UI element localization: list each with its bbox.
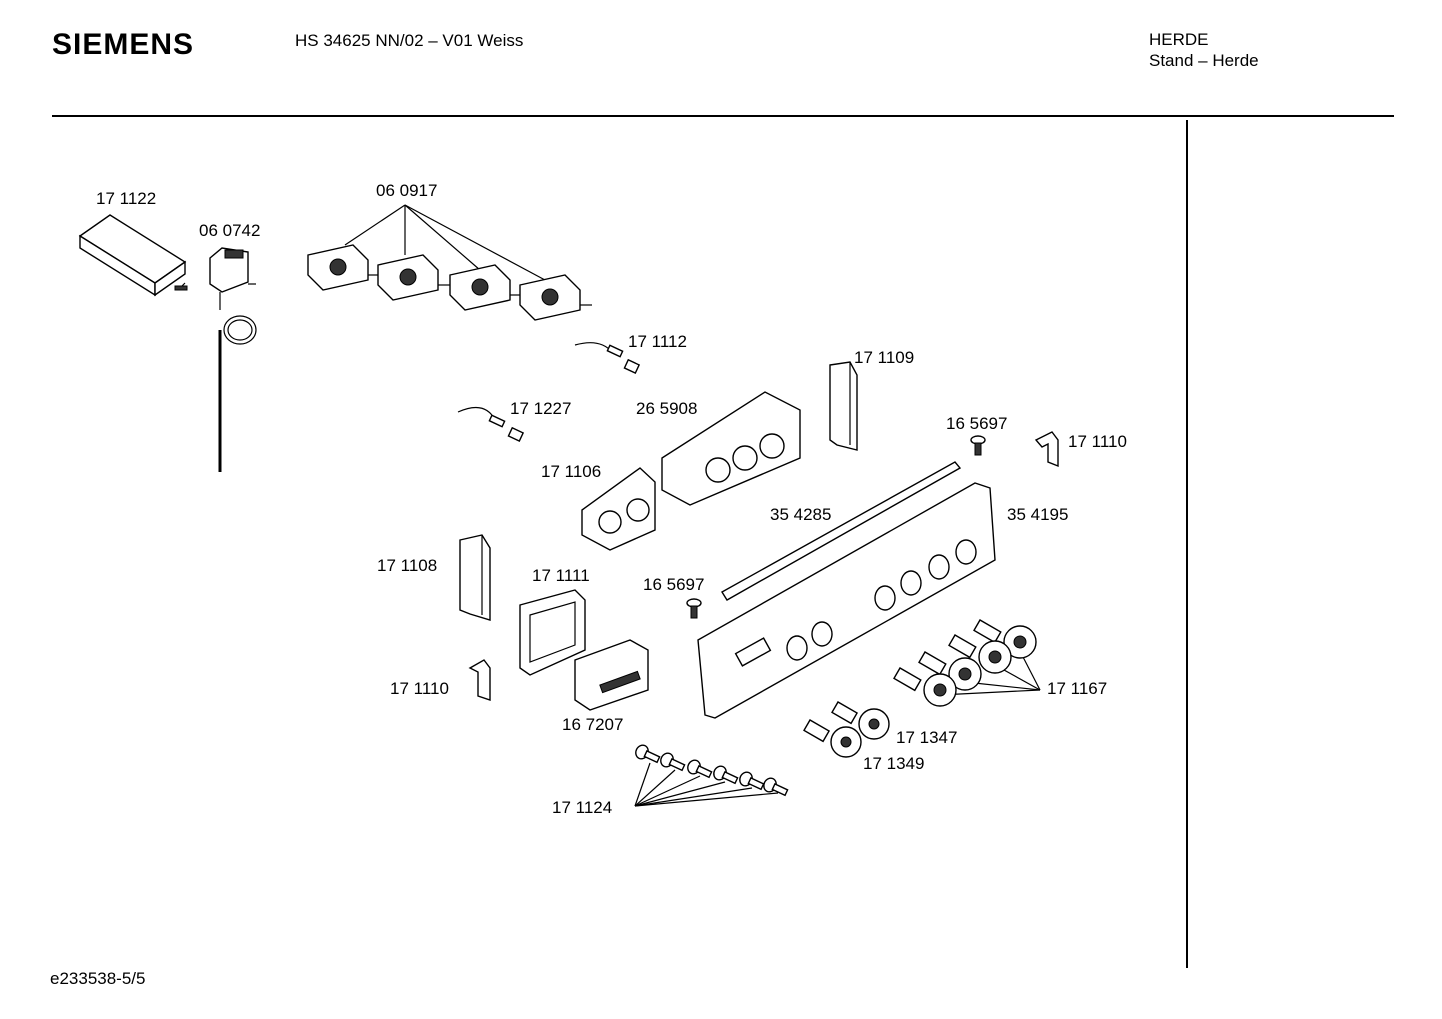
label-167207: 16 7207 (562, 715, 623, 734)
label-171112: 17 1112 (628, 332, 687, 351)
label-171106: 17 1106 (541, 462, 601, 481)
header-divider (52, 115, 1394, 117)
part-rotary-switches (307, 204, 592, 321)
label-265908: 26 5908 (636, 399, 697, 418)
part-frame-1111 (519, 589, 586, 676)
part-terminal-block (78, 214, 188, 297)
label-060742: 06 0742 (199, 221, 260, 240)
part-lamp-1112 (574, 342, 641, 374)
document-id: e233538-5/5 (50, 969, 146, 988)
label-354285: 35 4285 (770, 505, 831, 524)
label-171124: 17 1124 (552, 798, 612, 817)
part-thermostat (209, 247, 257, 472)
label-171227: 17 1227 (510, 399, 571, 418)
label-165697-top: 16 5697 (946, 414, 1007, 433)
subcategory-label: Stand – Herde (1149, 51, 1259, 70)
label-060917: 06 0917 (376, 181, 437, 200)
label-171122: 17 1122 (96, 189, 156, 208)
part-knobs-1347-1349 (803, 701, 890, 758)
part-screws-1124 (634, 744, 789, 807)
label-171110-right: 17 1110 (1068, 432, 1127, 451)
part-lamp-1227 (457, 406, 525, 442)
part-bracket-1108 (459, 534, 491, 621)
label-171111: 17 1111 (532, 566, 590, 585)
side-divider (1186, 120, 1188, 968)
part-clip-1110-left (468, 659, 491, 701)
brand-logo: SIEMENS (52, 28, 195, 61)
label-171349: 17 1349 (863, 754, 924, 773)
label-171110-left: 17 1110 (390, 679, 449, 698)
part-screw-165697-middle (686, 598, 702, 619)
label-171108: 17 1108 (377, 556, 437, 575)
part-display-167207 (574, 639, 649, 711)
part-holder-265908 (661, 391, 801, 506)
label-171167: 17 1167 (1047, 679, 1107, 698)
part-bracket-1109 (829, 361, 858, 451)
label-354195: 35 4195 (1007, 505, 1068, 524)
part-holder-171106 (581, 467, 656, 551)
part-knobs-1167 (893, 619, 1041, 707)
label-171109: 17 1109 (854, 348, 914, 367)
part-clip-1110-right (1034, 431, 1059, 468)
part-control-panel (697, 461, 996, 719)
label-171347: 17 1347 (896, 728, 957, 747)
model-title: HS 34625 NN/02 – V01 Weiss (295, 31, 524, 50)
part-screw-165697-top (970, 435, 986, 456)
label-165697-middle: 16 5697 (643, 575, 704, 594)
category-label: HERDE (1149, 30, 1209, 49)
